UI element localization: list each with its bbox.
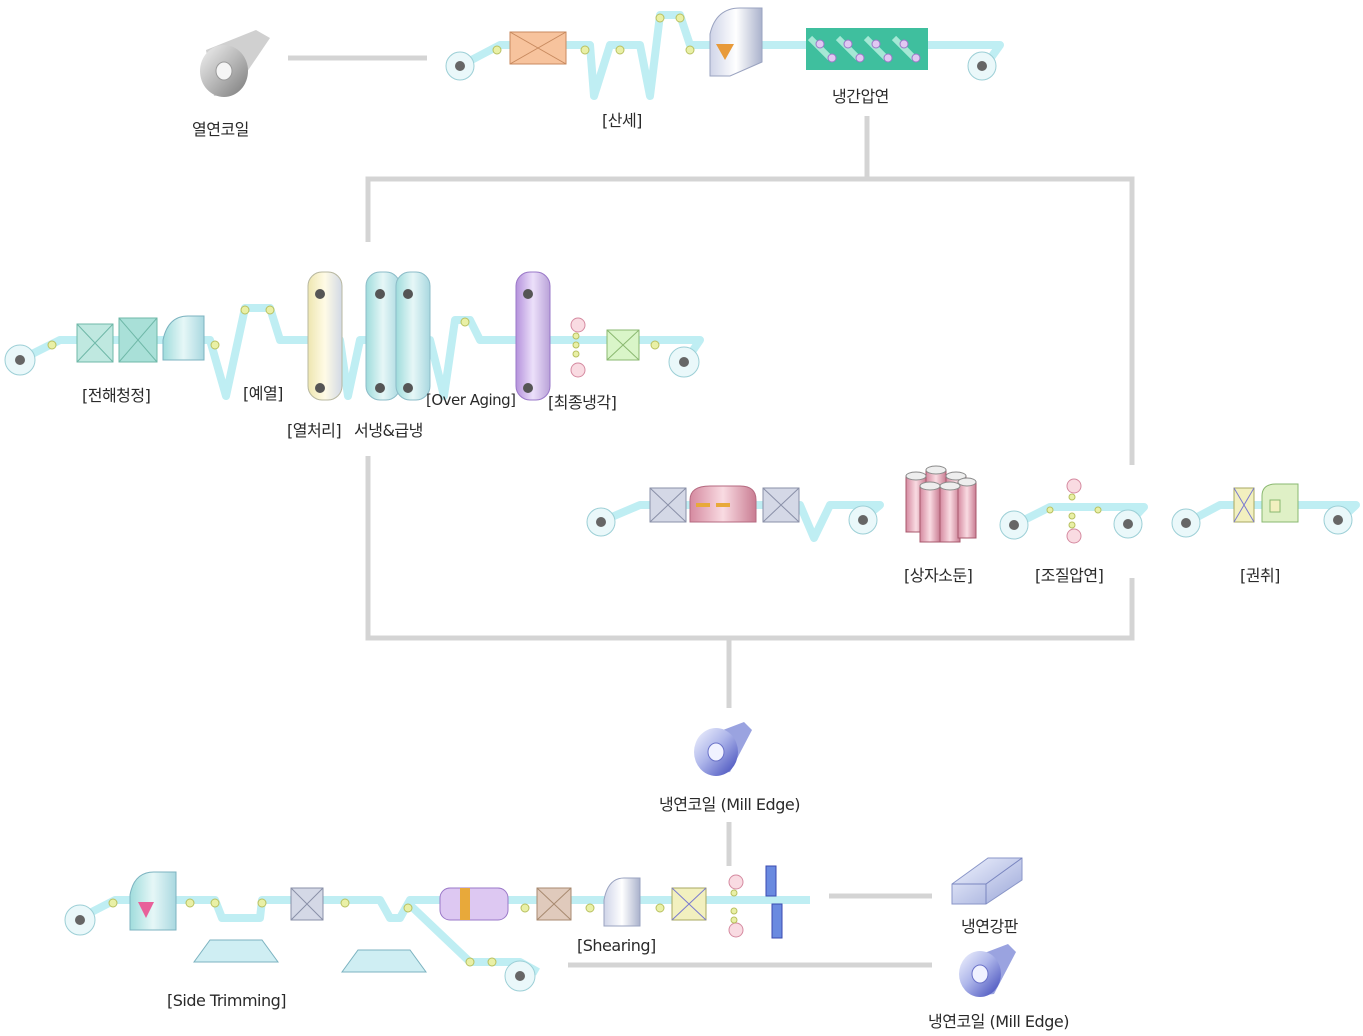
final-cooling-icon: [570, 317, 640, 378]
annealing-line: [4, 271, 704, 401]
slow-rapid-cooling-icon: [365, 271, 431, 401]
label-batch-annealing: [상자소둔]: [904, 566, 973, 585]
label-winding: [권취]: [1240, 566, 1280, 585]
temper-rolling-line: [999, 478, 1148, 544]
label-cold-rolling: 냉간압연: [832, 87, 889, 106]
label-heat-treatment: [열처리]: [287, 421, 342, 440]
side-trimming-tanks-icon: [193, 939, 427, 973]
entry-cylinder-icon: [129, 871, 177, 931]
winding-line: [1171, 483, 1360, 538]
pickling-line: [445, 7, 1004, 100]
coating-roller-icon: [439, 887, 509, 921]
hot-coil-icon: [200, 30, 270, 97]
label-slow-rapid-cooling: 서냉&급냉: [354, 421, 423, 440]
cleaning-box-icon: [649, 487, 800, 523]
over-aging-furnace-icon: [515, 271, 551, 401]
label-hot-coil: 열연코일: [192, 120, 249, 139]
label-cold-sheet: 냉연강판: [961, 917, 1018, 936]
label-shearing: [Shearing]: [577, 936, 656, 955]
label-pickling: [산세]: [602, 111, 642, 130]
label-temper-rolling: [조질압연]: [1035, 566, 1104, 585]
batch-annealing-coils-icon: [905, 465, 977, 543]
label-electrolytic-cleaning: [전해청정]: [82, 386, 151, 405]
cold-coil-icon: [694, 722, 752, 776]
pickling-tank-icon: [509, 31, 567, 65]
heat-treatment-furnace-icon: [307, 271, 343, 401]
batch-furnace-icon: [689, 485, 757, 523]
electrolytic-cleaning-tank-icon: [76, 315, 205, 363]
label-side-trimming: [Side Trimming]: [167, 991, 287, 1010]
shearing-rolls-icon: [728, 865, 783, 939]
label-cold-coil-mill-edge: 냉연코일 (Mill Edge): [659, 795, 800, 814]
connector-lines: [288, 55, 1135, 968]
cold-coil-output-icon: [959, 944, 1016, 997]
label-cold-coil-mill-edge-output: 냉연코일 (Mill Edge): [928, 1012, 1069, 1031]
label-over-aging: [Over Aging]: [426, 391, 516, 409]
scale-breaker-icon: [709, 7, 763, 77]
finishing-line: [64, 865, 810, 992]
label-preheat: [예열]: [243, 384, 283, 403]
cold-sheet-stack-icon: [951, 857, 1023, 905]
batch-line: [586, 485, 884, 542]
cold-rolling-mill-icon: [806, 28, 928, 70]
label-final-cooling: [최종냉각]: [548, 393, 617, 412]
